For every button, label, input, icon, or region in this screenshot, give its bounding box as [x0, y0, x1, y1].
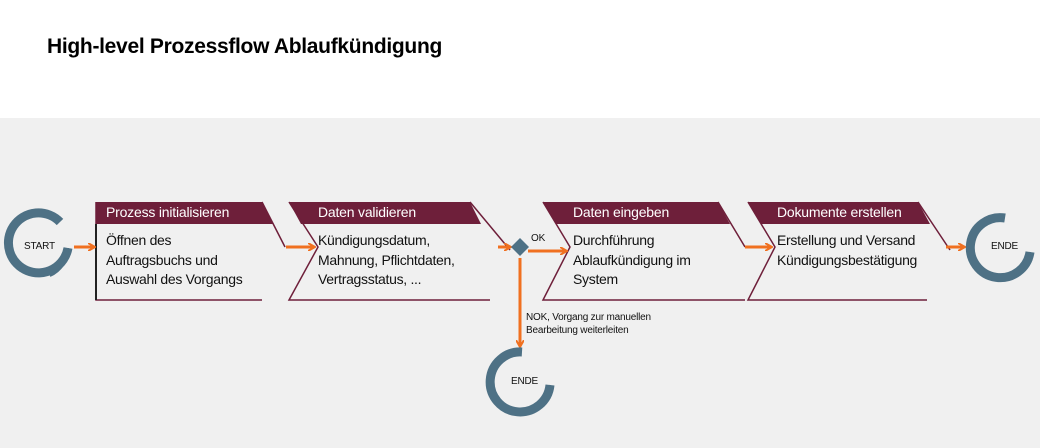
page-title: High-level Prozessflow Ablaufkündigung — [47, 35, 443, 58]
step-1-header: Prozess initialisieren — [106, 204, 230, 220]
step-3-shape — [541, 201, 746, 301]
end-label-right: ENDE — [991, 241, 1018, 252]
step-3-body: Durchführung Ablaufkündigung im System — [573, 232, 691, 287]
ok-label: OK — [531, 233, 546, 244]
start-label: START — [24, 241, 55, 252]
step-1-shape — [95, 201, 286, 301]
step-1-body: Öffnen des Auftragsbuchs und Auswahl des… — [106, 232, 243, 287]
decision-diamond — [511, 238, 529, 256]
step-4-shape — [746, 201, 951, 301]
step-2-body: Kündigungsdatum, Mahnung, Pflichtdaten, … — [318, 232, 455, 287]
step-4-header: Dokumente erstellen — [777, 204, 902, 220]
start-circle — [3, 208, 73, 278]
step-2-header: Daten validieren — [318, 204, 416, 220]
end-label-bottom: ENDE — [511, 376, 538, 387]
step-3-header: Daten eingeben — [573, 204, 670, 220]
step-4-body: Erstellung und Versand Kündigungsbestäti… — [777, 232, 918, 268]
step-2-shape — [287, 201, 511, 301]
nok-label: NOK, Vorgang zur manuellen Bearbeitung w… — [526, 312, 651, 336]
